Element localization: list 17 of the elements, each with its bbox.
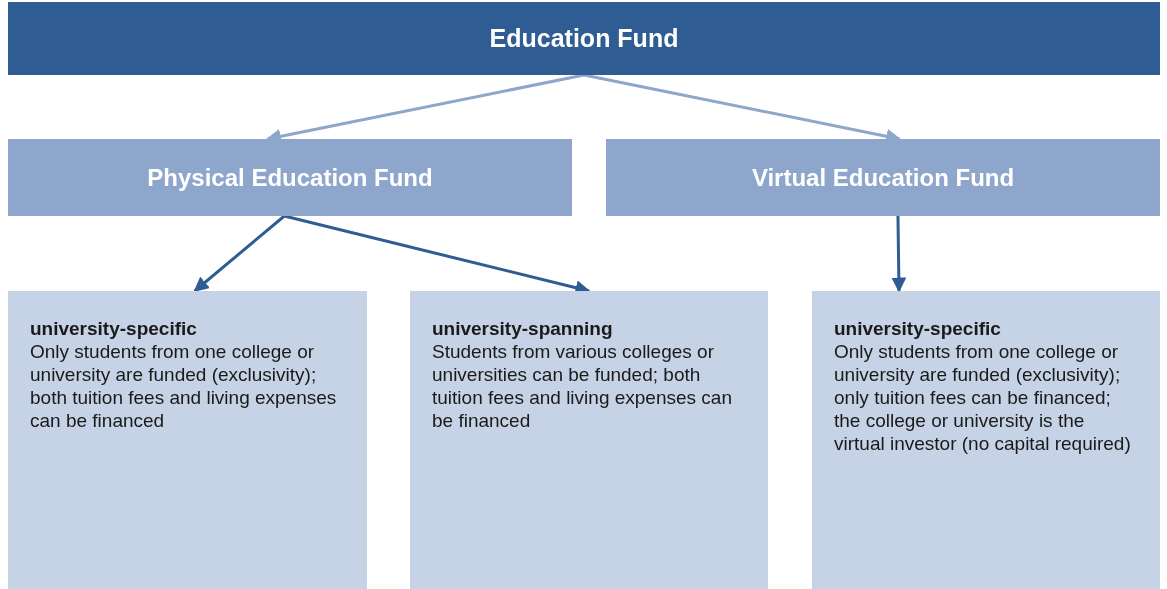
description-box: [8, 291, 367, 589]
title-bar: [8, 2, 1160, 75]
box-title: Education Fund: [489, 24, 679, 53]
box-heading: university-specific: [834, 317, 1002, 340]
box-title: Physical Education Fund: [147, 163, 433, 192]
arrow: [193, 214, 286, 293]
description-box: [410, 291, 768, 589]
box-description: Students from various colleges or universities can be funded; both tuition fees and living expenses can be financed: [432, 340, 733, 432]
box-heading: university-spanning: [432, 317, 614, 340]
box-heading: university-specific: [30, 317, 198, 340]
arrow: [891, 215, 907, 293]
category-box: [8, 139, 572, 216]
box-title: Virtual Education Fund: [751, 163, 1015, 192]
box-description: Only students from one college or university are funded (exclusivity); only tuition fees can be financed; the college or university is the virtual investor (no capital required): [834, 340, 1132, 455]
category-box: [606, 139, 1160, 216]
description-box: [812, 291, 1160, 589]
box-description: Only students from one college or university are funded (exclusivity); both tuition fees and living expenses can be financed: [30, 340, 338, 432]
